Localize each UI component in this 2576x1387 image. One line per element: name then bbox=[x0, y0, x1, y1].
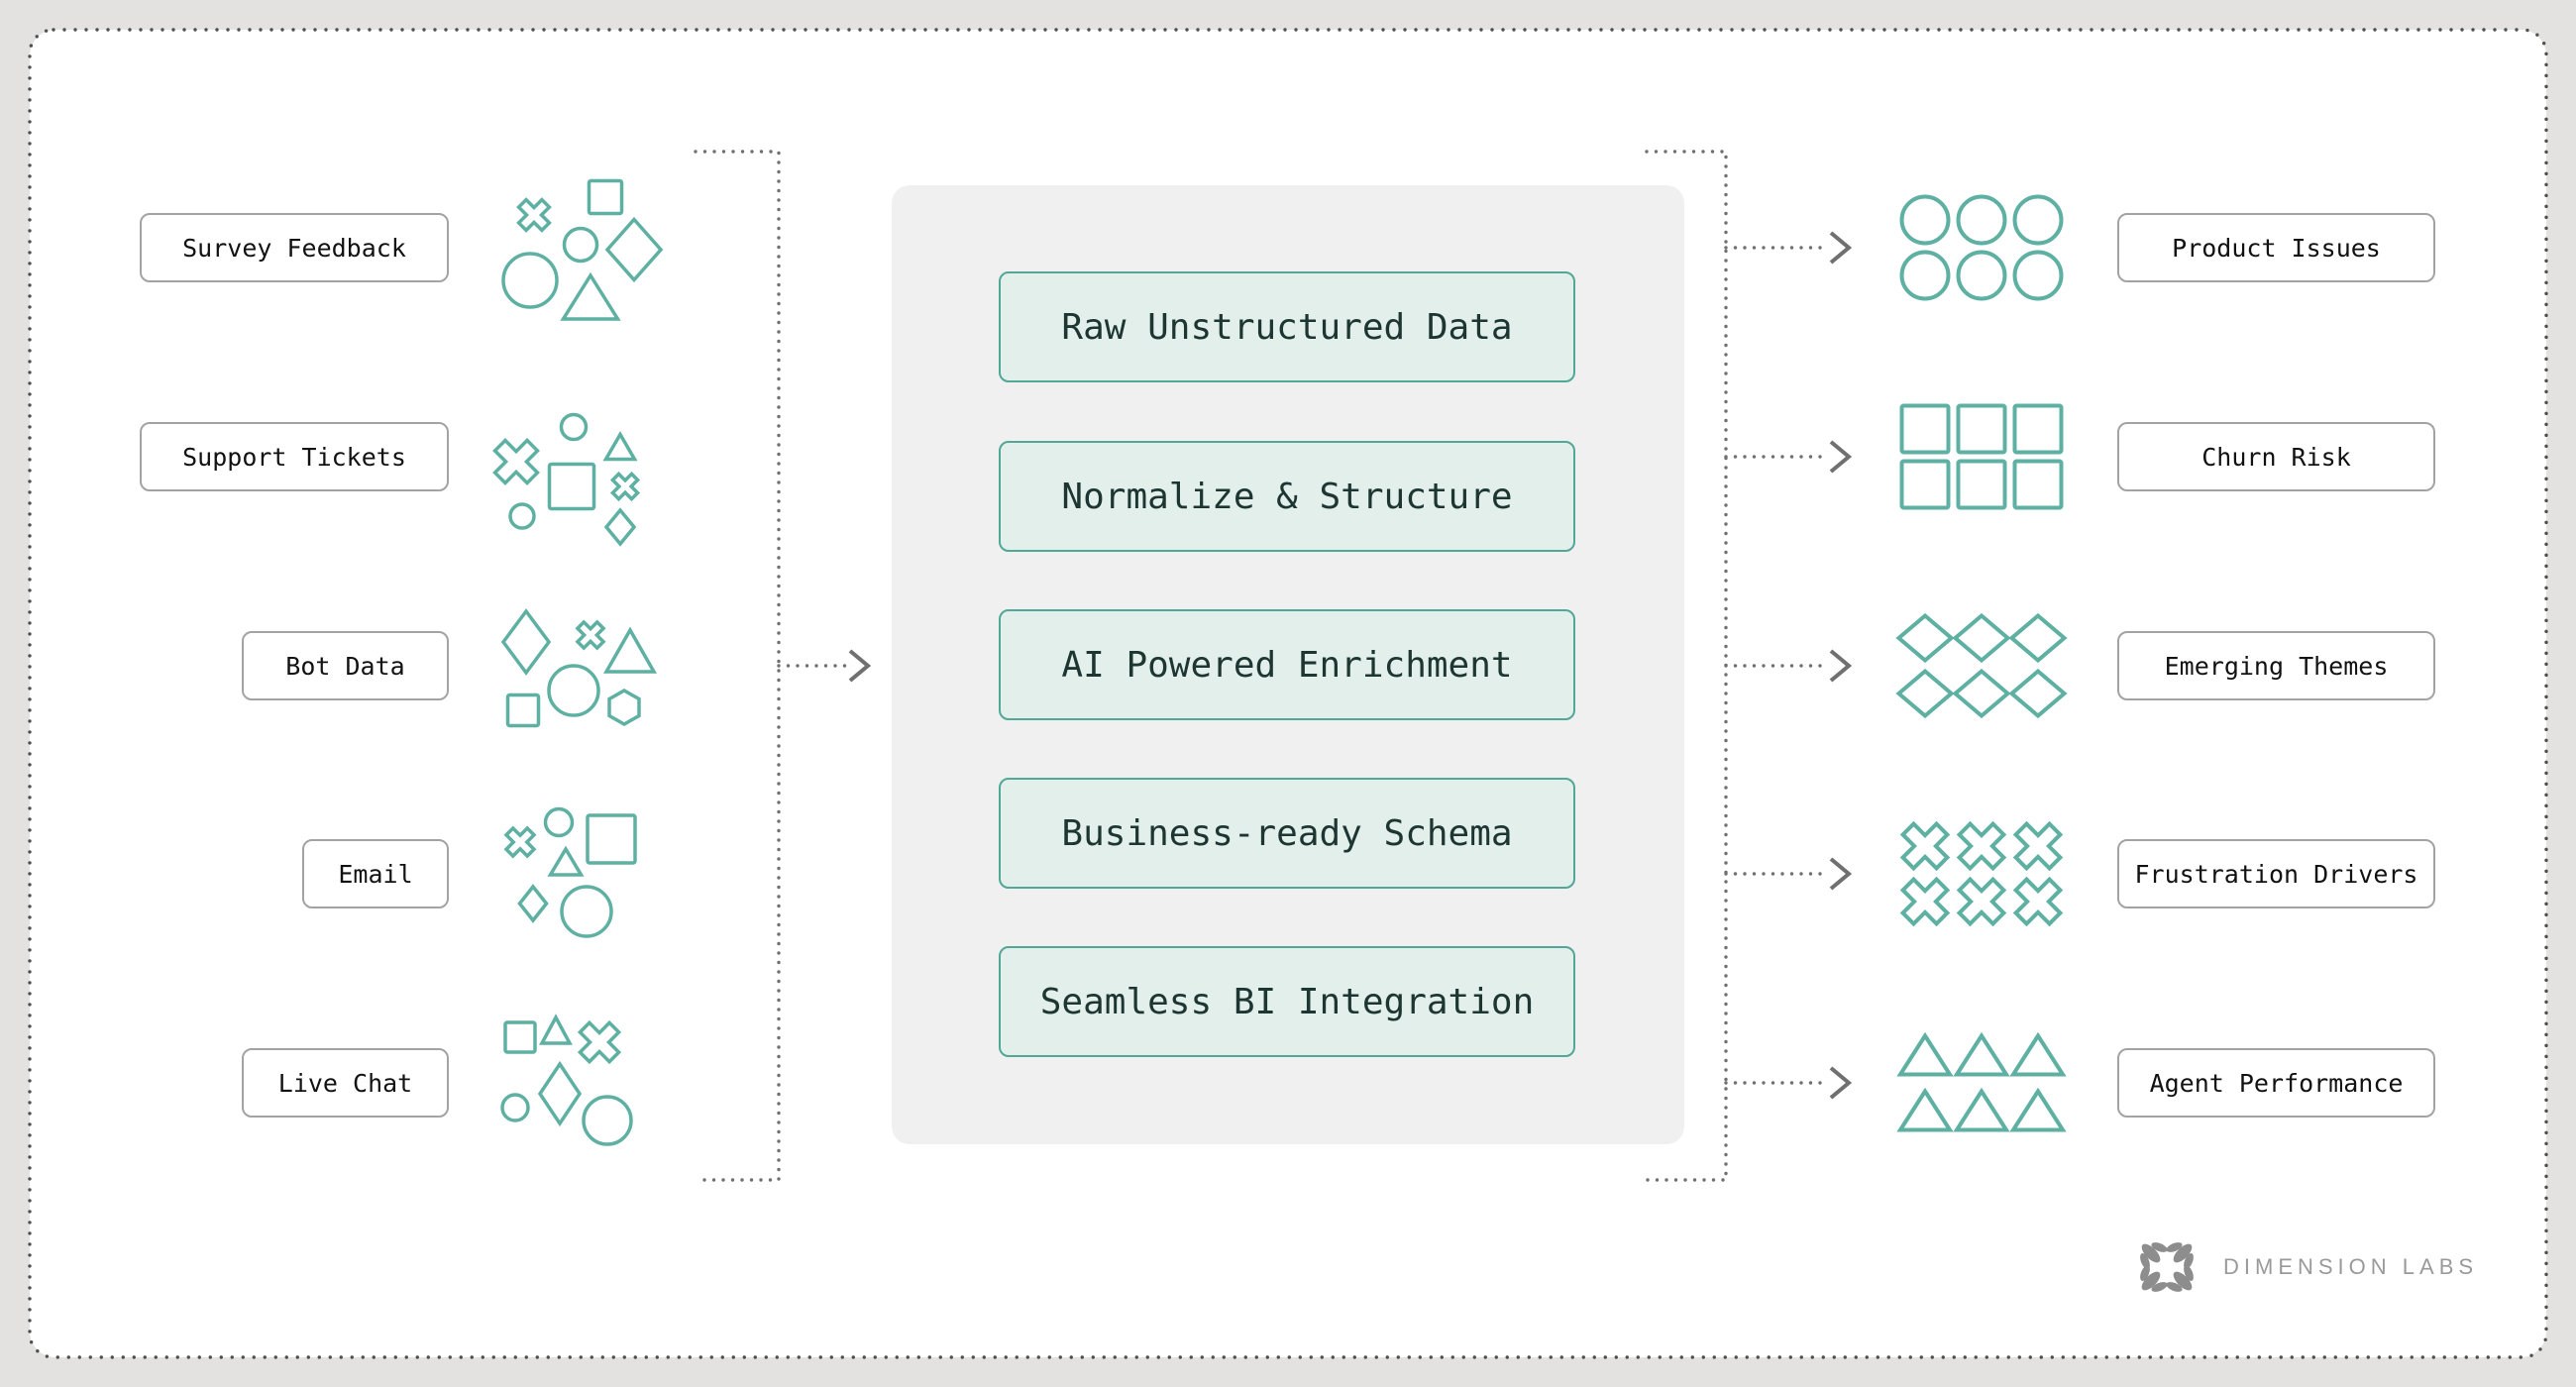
diamond-icon bbox=[2008, 612, 2068, 664]
source-shape-cluster bbox=[500, 608, 658, 728]
dimension-labs-ornament-icon bbox=[2140, 1242, 2194, 1292]
output-label: Churn Risk bbox=[2117, 422, 2435, 491]
diamond-icon bbox=[604, 216, 664, 283]
output-label: Agent Performance bbox=[2117, 1048, 2435, 1118]
triangle-icon bbox=[602, 431, 638, 462]
x-icon bbox=[2012, 876, 2064, 927]
square-icon bbox=[503, 1020, 537, 1054]
square-icon bbox=[1956, 403, 2007, 455]
stage-label: Seamless BI Integration bbox=[1039, 981, 1535, 1022]
brand-logo: DIMENSION LABS bbox=[2136, 1236, 2478, 1298]
triangle-icon bbox=[539, 1014, 573, 1045]
x-icon bbox=[1899, 876, 1951, 927]
hexagon-icon bbox=[607, 688, 641, 727]
stage-label: Normalize & Structure bbox=[1061, 476, 1513, 517]
x-icon bbox=[1899, 820, 1951, 872]
circle-icon bbox=[2012, 250, 2064, 301]
triangle-icon bbox=[1896, 1087, 1954, 1132]
square-icon bbox=[1956, 459, 2007, 510]
circle-icon bbox=[500, 1093, 530, 1122]
x-icon bbox=[1956, 820, 2007, 872]
stage-label: Business-ready Schema bbox=[1061, 812, 1513, 854]
square-icon bbox=[2012, 459, 2064, 510]
circle-icon bbox=[560, 885, 613, 938]
stage-label: Raw Unstructured Data bbox=[1061, 306, 1513, 348]
x-icon bbox=[1956, 876, 2007, 927]
source-label: Live Chat bbox=[242, 1048, 449, 1118]
x-icon bbox=[609, 471, 641, 502]
circle-icon bbox=[562, 226, 599, 264]
x-icon bbox=[575, 619, 606, 651]
square-icon bbox=[586, 813, 637, 865]
triangle-icon bbox=[547, 845, 585, 877]
stage-box: Raw Unstructured Data bbox=[999, 271, 1575, 382]
output-label: Product Issues bbox=[2117, 213, 2435, 282]
circle-icon bbox=[508, 502, 536, 530]
diamond-icon bbox=[517, 884, 549, 923]
circle-icon bbox=[582, 1095, 633, 1146]
stage-label: AI Powered Enrichment bbox=[1061, 644, 1513, 686]
square-icon bbox=[505, 693, 541, 728]
output-shape-grid bbox=[1899, 820, 2064, 927]
circle-icon bbox=[547, 664, 600, 717]
source-shape-cluster bbox=[501, 178, 664, 321]
source-shape-cluster bbox=[500, 1014, 633, 1146]
diamond-icon bbox=[1952, 668, 2011, 719]
circle-icon bbox=[1956, 250, 2007, 301]
stage-box: Seamless BI Integration bbox=[999, 946, 1575, 1057]
circle-icon bbox=[501, 252, 559, 309]
circle-icon bbox=[559, 412, 589, 442]
triangle-icon bbox=[1953, 1031, 2010, 1077]
source-label: Survey Feedback bbox=[140, 213, 449, 282]
source-label: Support Tickets bbox=[140, 422, 449, 491]
brand-name: DIMENSION LABS bbox=[2223, 1254, 2479, 1279]
output-shape-grid bbox=[1899, 194, 2064, 301]
diamond-icon bbox=[603, 507, 637, 547]
output-shape-grid bbox=[1896, 1031, 2067, 1132]
x-icon bbox=[516, 197, 552, 233]
circle-icon bbox=[2012, 194, 2064, 246]
triangle-icon bbox=[602, 626, 658, 674]
stage-box: Normalize & Structure bbox=[999, 441, 1575, 552]
diamond-icon bbox=[2008, 668, 2068, 719]
triangle-icon bbox=[2009, 1031, 2067, 1077]
source-shape-cluster bbox=[503, 806, 637, 938]
stage-box: Business-ready Schema bbox=[999, 778, 1575, 889]
diamond-icon bbox=[1952, 612, 2011, 664]
output-label: Frustration Drivers bbox=[2117, 839, 2435, 908]
output-label: Emerging Themes bbox=[2117, 631, 2435, 700]
circle-icon bbox=[1899, 250, 1951, 301]
triangle-icon bbox=[1953, 1087, 2010, 1132]
triangle-icon bbox=[560, 271, 621, 321]
circle-icon bbox=[1899, 194, 1951, 246]
diamond-icon bbox=[1895, 612, 1955, 664]
source-label: Email bbox=[302, 839, 449, 908]
square-icon bbox=[1899, 459, 1951, 510]
square-icon bbox=[2012, 403, 2064, 455]
square-icon bbox=[1899, 403, 1951, 455]
square-icon bbox=[587, 178, 624, 216]
stage-box: AI Powered Enrichment bbox=[999, 609, 1575, 720]
x-icon bbox=[577, 1019, 622, 1065]
circle-icon bbox=[1956, 194, 2007, 246]
source-label: Bot Data bbox=[242, 631, 449, 700]
x-icon bbox=[492, 438, 540, 485]
output-shape-grid bbox=[1895, 612, 2068, 719]
triangle-icon bbox=[2009, 1087, 2067, 1132]
x-icon bbox=[2012, 820, 2064, 872]
circle-icon bbox=[543, 806, 575, 838]
diamond-icon bbox=[500, 608, 552, 676]
diamond-icon bbox=[537, 1060, 583, 1127]
triangle-icon bbox=[1896, 1031, 1954, 1077]
square-icon bbox=[547, 462, 596, 511]
output-shape-grid bbox=[1899, 403, 2064, 510]
x-icon bbox=[503, 825, 537, 859]
source-shape-cluster bbox=[492, 412, 641, 547]
diamond-icon bbox=[1895, 668, 1955, 719]
